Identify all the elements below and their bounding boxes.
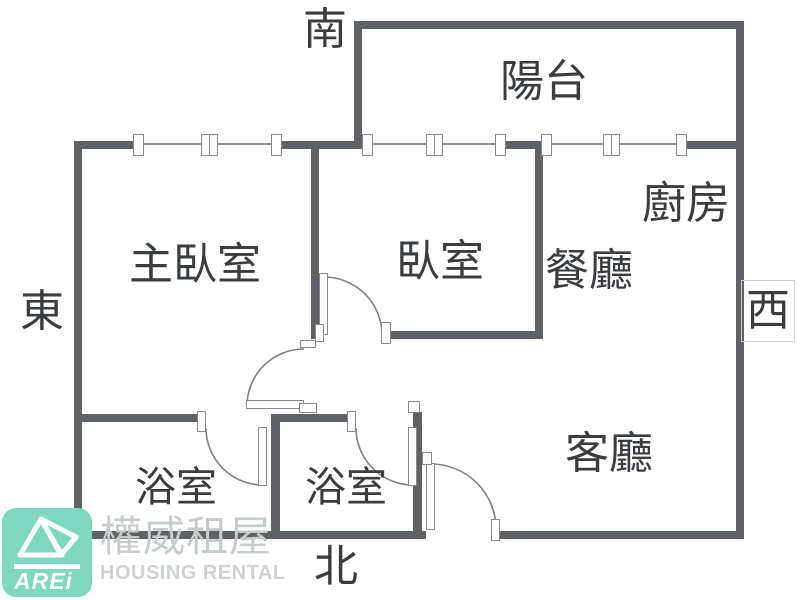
window-glyph [611, 134, 620, 156]
wall-bathroom1-top [74, 414, 205, 422]
window-glyph [362, 134, 373, 156]
window-glyph [541, 134, 552, 156]
direction-label-south: 南 [303, 5, 347, 54]
wall-master-bedroom-divider [311, 141, 319, 339]
room-label-balcony: 陽台 [500, 57, 588, 106]
wall-bathrooms-divider [271, 414, 280, 539]
direction-label-east: 東 [20, 287, 64, 336]
window-glyph [271, 134, 282, 156]
door-jamb [197, 411, 206, 432]
door-leaf-master [246, 400, 304, 409]
wall-bottom-left-seg [74, 531, 426, 539]
room-label-bathroom2: 浴室 [305, 464, 387, 510]
door-jamb [299, 403, 317, 413]
room-label-living: 客廳 [565, 429, 653, 478]
wall-bedroom-right [535, 141, 543, 339]
window-glyph [434, 134, 443, 156]
wall-sill-mid-seg [505, 141, 542, 149]
direction-west-box: 西 [741, 280, 795, 342]
roof-icon [14, 516, 80, 569]
room-label-bathroom1: 浴室 [135, 464, 217, 510]
roof-slope-shape [38, 516, 79, 558]
door-jamb [315, 324, 324, 342]
window-glyph [209, 134, 218, 156]
door-leaf-entry [426, 463, 435, 530]
door-arc-bathroom1 [205, 427, 264, 486]
direction-label-north: 北 [314, 542, 358, 591]
wall-balcony-top [354, 21, 744, 29]
door-arc-entry [430, 463, 497, 530]
direction-label-west: 西 [746, 286, 790, 335]
door-leaf-bathroom1 [258, 427, 267, 486]
door-arc-bedroom [323, 276, 383, 336]
wall-outer-left [74, 141, 82, 539]
window-glyph [495, 134, 506, 156]
window-glyph [133, 134, 144, 156]
door-leaf-bathroom2 [408, 427, 417, 486]
door-jamb [347, 411, 356, 432]
room-label-master-bedroom: 主臥室 [129, 240, 261, 289]
door-jamb [300, 340, 316, 348]
room-label-dining: 餐廳 [545, 246, 633, 295]
wall-bathroom2-right [413, 412, 422, 539]
room-label-bedroom: 臥室 [396, 237, 484, 286]
wall-kitchen-top-seg [686, 141, 744, 149]
wall-outer-right [736, 21, 744, 539]
door-arc-master [246, 348, 305, 407]
watermark-company-en: HOUSING RENTAL [100, 562, 286, 584]
door-arc-bathroom2 [355, 427, 414, 486]
door-jamb [422, 452, 432, 465]
wall-top-master-seg1 [74, 141, 136, 149]
logo-underline [14, 564, 80, 569]
door-jamb [491, 519, 500, 541]
wall-bedroom-bottom [389, 331, 543, 339]
room-label-kitchen: 廚房 [642, 179, 730, 228]
door-jamb [408, 401, 420, 413]
wall-bottom-right-seg [497, 531, 744, 539]
agency-logo: AREi [2, 508, 92, 597]
door-jamb [381, 322, 391, 344]
window-glyph [676, 134, 687, 156]
wall-balcony-left [354, 21, 362, 149]
watermark-company-zh: 權威租屋 [100, 513, 273, 560]
logo-abbr: AREi [14, 568, 73, 594]
wall-bathroom2-top [271, 414, 348, 422]
wall-top-master-seg2 [281, 141, 362, 149]
